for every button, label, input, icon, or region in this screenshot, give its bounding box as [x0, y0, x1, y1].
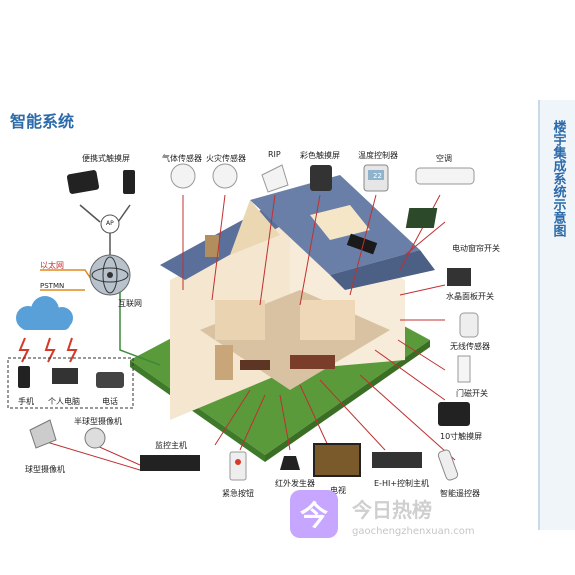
half-dome-cam-icon	[84, 427, 106, 449]
ap-icon	[100, 214, 120, 234]
dome-cam-icon	[29, 419, 57, 449]
wireless-sensor-icon	[459, 312, 479, 338]
rip-label: RIP	[268, 150, 281, 159]
telephone-icon	[96, 372, 124, 388]
curtain-switch-icon	[405, 208, 438, 228]
roof-gable	[230, 200, 280, 255]
tv-label: 电视	[330, 486, 346, 495]
touch-to-ap	[79, 204, 101, 223]
tv-icon	[313, 443, 361, 477]
monitor-host-icon	[140, 455, 200, 471]
internet-label: 互联网	[118, 299, 142, 308]
solar-panel	[346, 233, 378, 255]
smart-remote-label: 智能遥控器	[440, 489, 480, 498]
smart-remote-icon	[437, 449, 459, 481]
telephone-label: 电话	[102, 397, 118, 406]
emergency-button-label: 紧急按钮	[222, 489, 254, 498]
sofa	[290, 355, 335, 369]
side-title: 楼宇集成系统示意图	[550, 120, 566, 237]
phone-mobile-label: 手机	[18, 397, 34, 406]
ir-emitter-label: 红外发生器	[275, 479, 315, 488]
emergency-button-icon	[229, 451, 247, 481]
watermark: 今 今日热榜 gaochengzhenxuan.com	[290, 490, 520, 540]
portable-touch-phone-icon	[123, 170, 135, 194]
ehi-host-icon	[372, 452, 422, 468]
temp-display-value: 22	[373, 172, 382, 180]
page-title: 智能系统	[10, 112, 75, 131]
interior-room-1	[215, 300, 265, 340]
curtain-switch-label: 电动窗帘开关	[452, 244, 500, 253]
wireless-sensor-label: 无线传感器	[450, 342, 490, 351]
temp-controller-label: 温度控制器	[358, 151, 398, 160]
touch-10-label: 10寸触摸屏	[440, 432, 483, 441]
pc-label: 个人电脑	[48, 397, 80, 406]
cloud-icon	[16, 296, 73, 330]
lawn-edge-right	[265, 340, 430, 462]
ehi-host-label: E-HI+控制主机	[374, 479, 430, 488]
interior-room-2	[300, 300, 355, 340]
phone-mobile-icon	[18, 366, 30, 388]
roof-right	[330, 250, 435, 290]
color-touch-icon	[310, 165, 332, 191]
fire-sensor-label: 火灾传感器	[206, 154, 246, 163]
air-conditioner-label: 空调	[436, 154, 452, 163]
touch-10-icon	[438, 402, 470, 426]
dome-cam-label: 球型摄像机	[25, 465, 65, 474]
air-conditioner-icon	[415, 167, 475, 185]
chimney	[205, 235, 219, 257]
internet-to-house	[119, 290, 161, 366]
half-dome-cam-label: 半球型摄像机	[74, 417, 122, 426]
internet-globe-icon	[89, 254, 131, 296]
pc-monitor-icon	[52, 368, 78, 384]
ir-emitter-icon	[280, 456, 300, 470]
side-title-panel: 楼宇集成系统示意图	[538, 100, 575, 530]
stair	[215, 345, 233, 380]
roof-dormer	[310, 205, 370, 240]
pstmn-label: PSTMN	[40, 282, 65, 290]
fire-sensor-icon	[212, 163, 238, 189]
table	[240, 360, 270, 370]
rip-sensor-icon	[261, 164, 289, 193]
touch2-to-ap	[117, 204, 131, 223]
client-devices-box	[7, 357, 134, 409]
portable-touch-label: 便携式触摸屏	[82, 154, 130, 163]
watermark-url: gaochengzhenxuan.com	[352, 526, 475, 537]
door-switch-icon	[457, 355, 471, 383]
watermark-title: 今日热榜	[352, 498, 432, 522]
watermark-logo-icon: 今	[290, 490, 338, 538]
gas-sensor-icon	[170, 163, 196, 189]
lawn-edge	[130, 360, 265, 462]
portable-touch-tablet-icon	[66, 170, 100, 194]
color-touch-label: 彩色触摸屏	[300, 151, 340, 160]
door-switch-label: 门磁开关	[456, 389, 488, 398]
ap-label: AP	[106, 220, 114, 227]
lcd-panel-switch-icon	[447, 268, 471, 286]
monitor-host-label: 监控主机	[155, 441, 187, 450]
ethernet-label: 以太网	[40, 261, 64, 270]
lcd-panel-switch-label: 水晶面板开关	[446, 292, 494, 301]
gas-sensor-label: 气体传感器	[162, 154, 202, 163]
